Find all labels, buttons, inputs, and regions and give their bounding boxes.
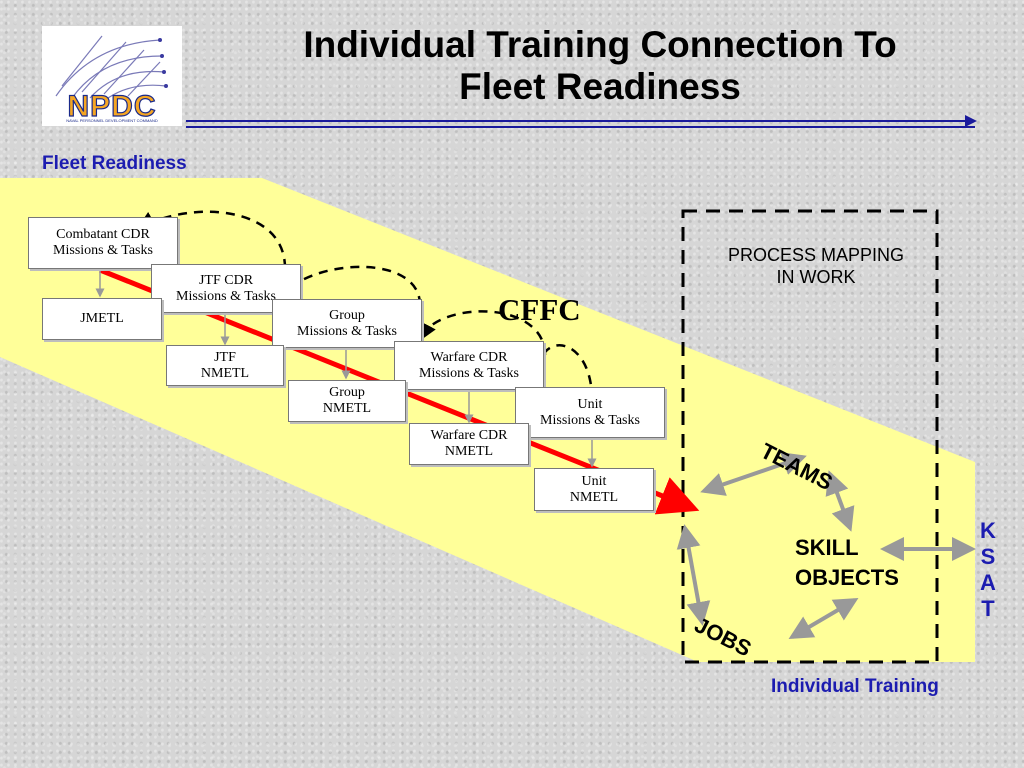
mission-box-line1: Combatant CDR <box>56 227 150 242</box>
mission-box-line1: Unit <box>577 396 603 412</box>
metl-box-line2: NMETL <box>569 489 619 505</box>
skill-line-1: SKILL <box>795 535 859 560</box>
metl-box-jmetl: JMETL <box>42 298 162 340</box>
skill-line-2: OBJECTS <box>795 565 899 590</box>
metl-box-line1: Unit <box>581 473 607 489</box>
ksat-label: K S A T <box>977 518 999 622</box>
mission-box-line2: Missions & Tasks <box>419 365 519 381</box>
metl-box-line2: NMETL <box>200 365 250 381</box>
mission-box-line1: JTF CDR <box>198 272 254 288</box>
cffc-label: CFFC <box>498 292 581 327</box>
ksat-letter-t: T <box>981 596 995 621</box>
title-line-1: Individual Training Connection To <box>303 24 897 65</box>
logo-globe-icon <box>55 35 168 99</box>
metl-box-line1: Warfare CDR <box>430 428 508 443</box>
mission-box-line1: Warfare CDR <box>430 349 508 365</box>
mission-box-line2: Missions & Tasks <box>176 288 276 304</box>
ksat-letter-s: S <box>980 544 996 569</box>
process-line-1: PROCESS MAPPING <box>727 245 905 265</box>
fleet-readiness-label: Fleet Readiness <box>42 153 187 174</box>
metl-box-line1: Group <box>329 385 365 400</box>
npdc-logo: NPDC NAVAL PERSONNEL DEVELOPMENT COMMAND <box>42 26 182 126</box>
page-title: Individual Training Connection To Fleet … <box>200 24 1000 108</box>
skill-objects-label: SKILL OBJECTS <box>795 533 899 593</box>
title-rule <box>186 115 977 128</box>
metl-box-line2: NMETL <box>322 401 372 416</box>
mission-box-line1: Group <box>329 307 365 323</box>
logo-subtitle: NAVAL PERSONNEL DEVELOPMENT COMMAND <box>66 118 158 123</box>
mission-link-curves <box>135 210 594 401</box>
cycle-arrows <box>676 452 976 640</box>
process-mapping-box <box>681 209 939 664</box>
mission-box-line2: Missions & Tasks <box>540 412 640 428</box>
process-line-2: IN WORK <box>776 267 856 287</box>
mission-box-line2: Missions & Tasks <box>297 323 397 339</box>
process-mapping-label: PROCESS MAPPING IN WORK <box>700 244 932 288</box>
mission-box-line2: Missions & Tasks <box>53 243 153 258</box>
metl-box-line1: JMETL <box>80 311 124 326</box>
ksat-letter-k: K <box>980 518 996 543</box>
metl-box-line2: NMETL <box>444 444 494 459</box>
individual-training-label: Individual Training <box>771 676 939 697</box>
ksat-letter-a: A <box>980 570 996 595</box>
mission-to-metl-arrows <box>95 270 597 468</box>
metl-box-line1: JTF <box>214 349 236 365</box>
logo-text: NPDC <box>67 89 157 123</box>
title-line-2: Fleet Readiness <box>459 66 741 107</box>
